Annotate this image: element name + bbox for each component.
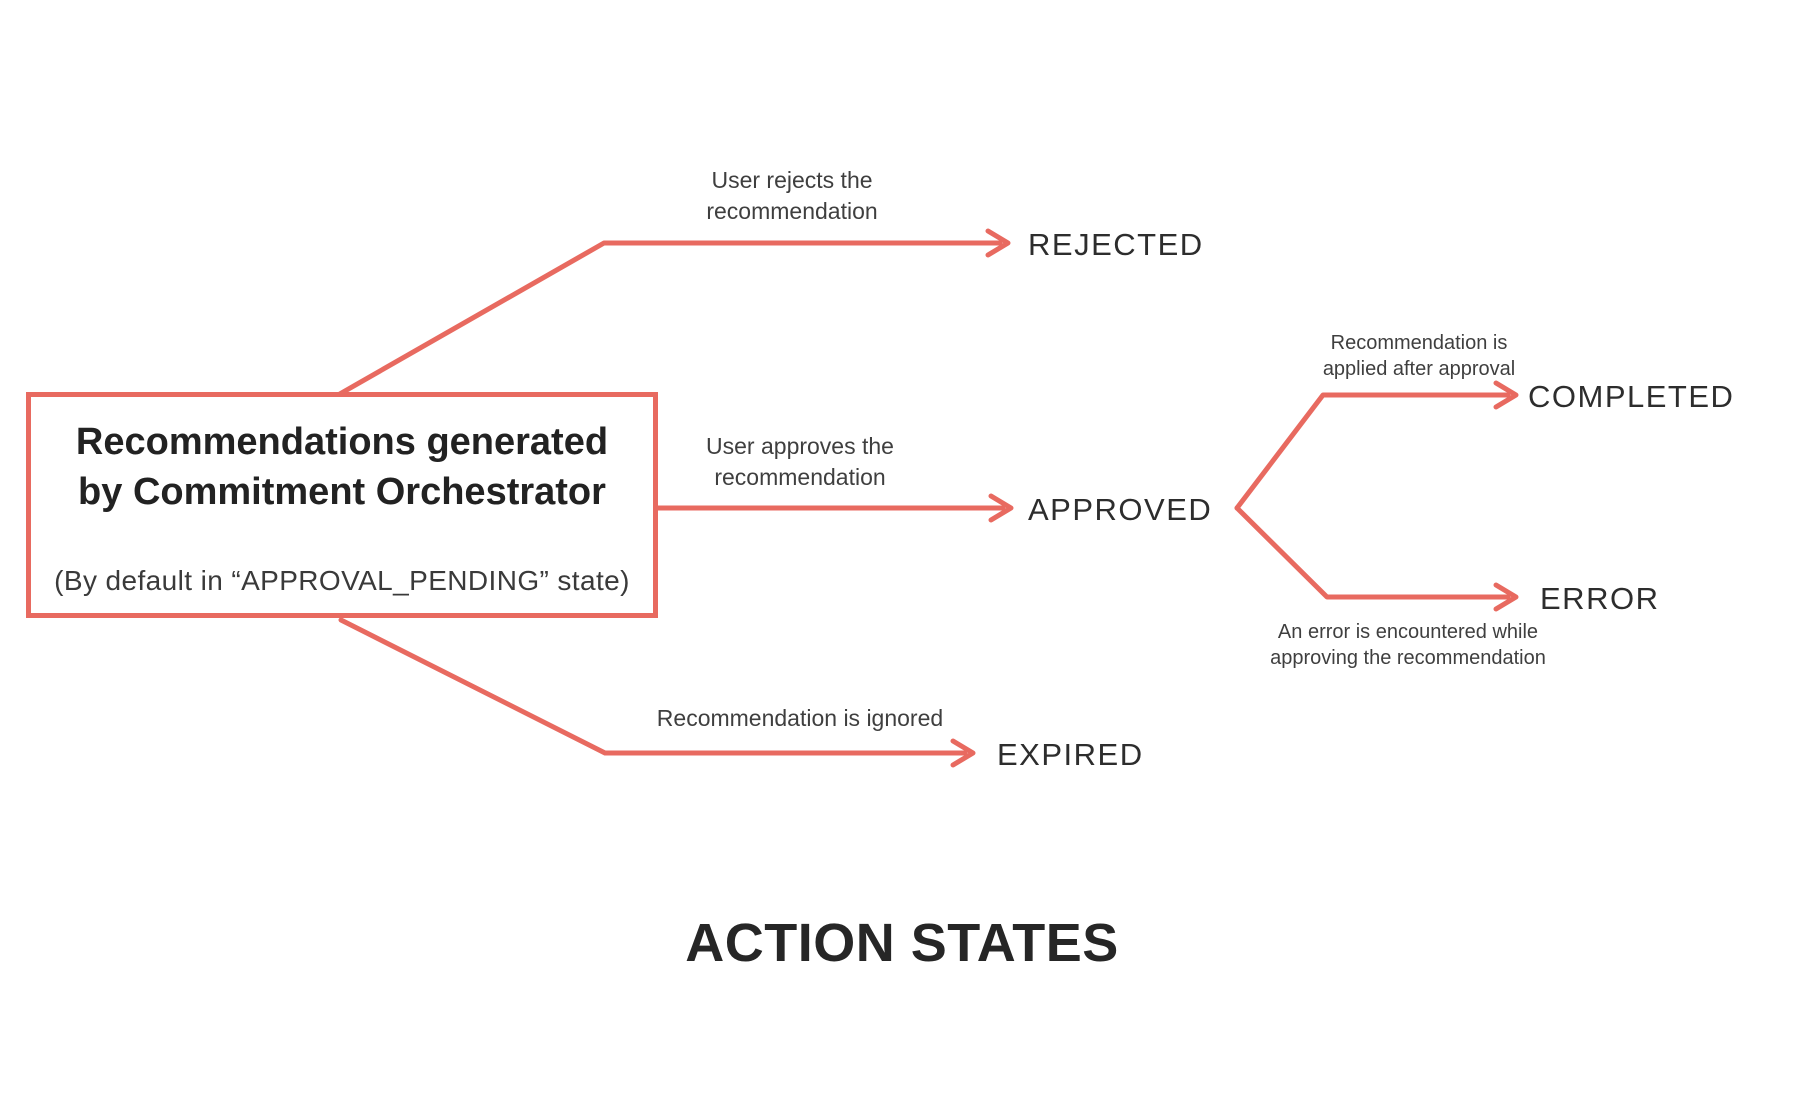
edge-complete-arrowhead (1493, 380, 1519, 410)
edge-complete-line (1234, 392, 1511, 511)
diagram-title: ACTION STATES (685, 913, 1119, 973)
edge-error-arrowhead (1493, 582, 1519, 612)
state-error: ERROR (1540, 581, 1660, 616)
edge-label-expire: Recommendation is ignored (656, 705, 944, 731)
state-completed: COMPLETED (1528, 379, 1735, 414)
edge-approve-arrowhead (988, 493, 1014, 523)
state-rejected: REJECTED (1028, 227, 1204, 262)
state-expired: EXPIRED (997, 737, 1144, 772)
edge-label-reject: User rejects the recommendation (706, 167, 878, 224)
state-approved: APPROVED (1028, 492, 1213, 527)
edge-label-complete: Recommendation is applied after approval (1322, 332, 1516, 380)
edge-expire-line (338, 617, 968, 756)
edge-reject-arrowhead (985, 228, 1011, 258)
source-state-box: Recommendations generated by Commitment … (26, 392, 658, 618)
edge-expire-arrowhead (950, 738, 976, 768)
source-box-title: Recommendations generated by Commitment … (75, 421, 609, 513)
edge-label-approve: User approves the recommendation (706, 433, 894, 490)
edge-label-error: An error is encountered while approving … (1270, 621, 1546, 669)
source-box-subtitle: (By default in “APPROVAL_PENDING” state) (54, 565, 630, 596)
edge-reject-line (335, 240, 1003, 398)
edge-error-line (1234, 505, 1511, 600)
